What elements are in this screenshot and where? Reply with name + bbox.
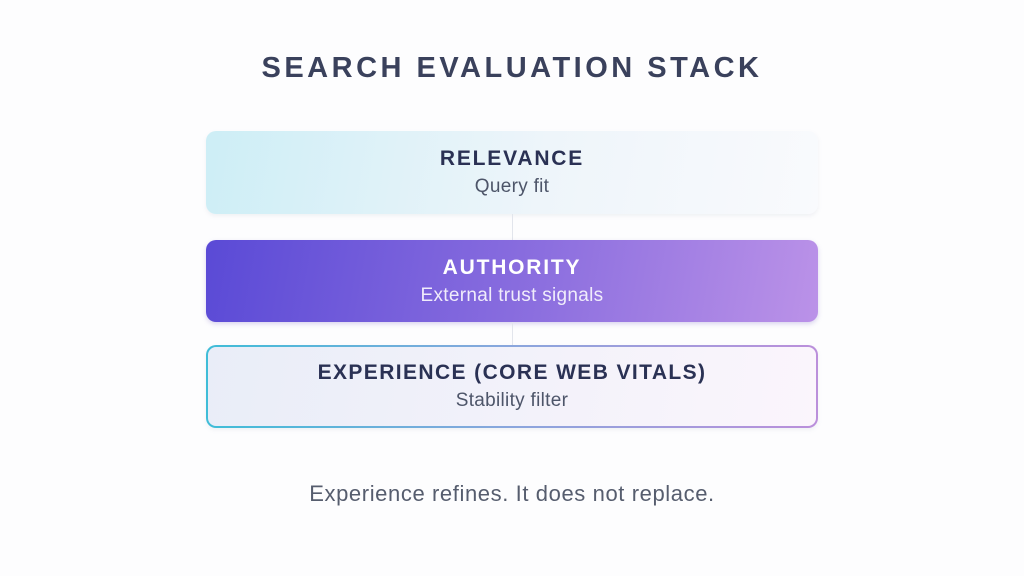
layer-experience-heading: EXPERIENCE (CORE WEB VITALS): [317, 361, 707, 384]
slide: SEARCH EVALUATION STACK RELEVANCE Query …: [0, 52, 1024, 576]
layer-authority-heading: AUTHORITY: [442, 255, 582, 279]
layer-authority-subtitle: External trust signals: [420, 284, 604, 306]
connector-line-relevance-authority: [511, 214, 513, 240]
page-title: SEARCH EVALUATION STACK: [261, 52, 763, 84]
layer-relevance-subtitle: Query fit: [474, 176, 550, 197]
layer-relevance: RELEVANCE Query fit: [206, 131, 818, 214]
evaluation-stack: RELEVANCE Query fit AUTHORITY External t…: [206, 131, 818, 428]
layer-experience: EXPERIENCE (CORE WEB VITALS) Stability f…: [206, 345, 818, 428]
connector-line-authority-experience: [511, 322, 513, 345]
caption-text: Experience refines. It does not replace.: [309, 481, 715, 506]
layer-relevance-heading: RELEVANCE: [439, 147, 585, 170]
layer-authority: AUTHORITY External trust signals: [206, 240, 818, 322]
layer-experience-subtitle: Stability filter: [455, 390, 569, 411]
